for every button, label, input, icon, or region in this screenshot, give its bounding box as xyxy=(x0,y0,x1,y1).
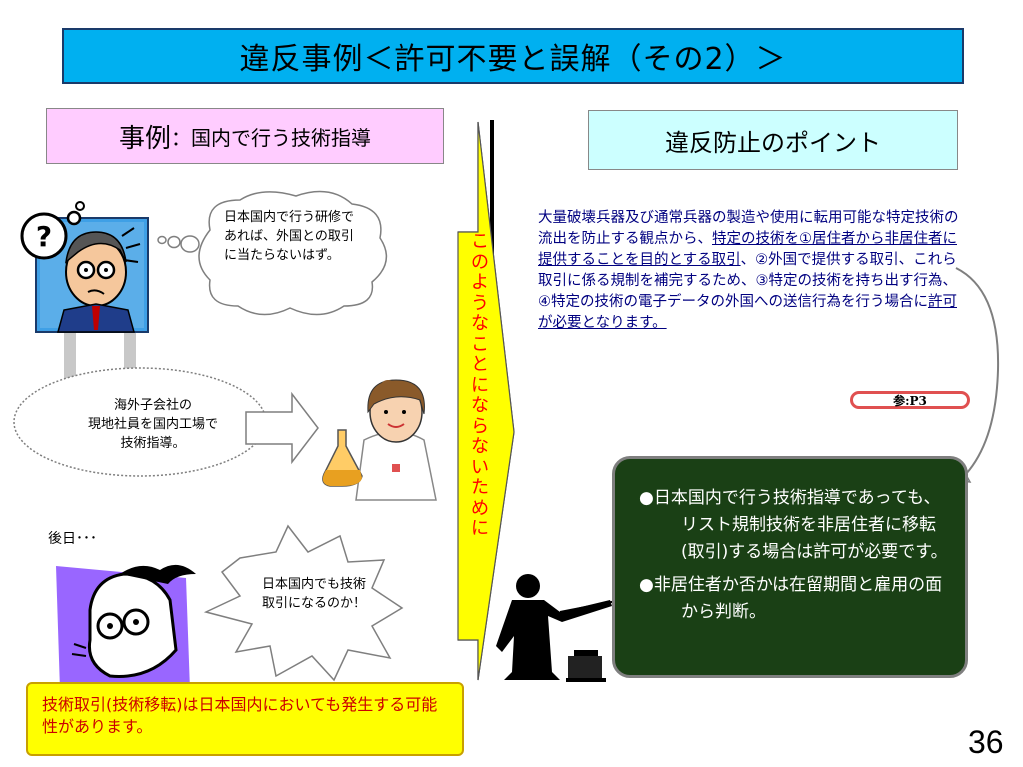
case-header: 事例：国内で行う技術指導 xyxy=(46,108,444,164)
vertical-char: に xyxy=(471,374,489,396)
vertical-char: な xyxy=(471,436,489,457)
explanation-underline-1: 特定の技術を①居住者から非居住者に提供することを目的とする取引 xyxy=(538,231,957,268)
case-label: 事例 xyxy=(118,123,171,154)
vertical-char: い xyxy=(471,456,489,478)
lecturer-silhouette-illustration xyxy=(496,574,633,682)
explanation-underline-2: 許可が必要となります。 xyxy=(538,294,957,331)
arrow-overlay xyxy=(458,122,515,681)
speech-line-2: 現地社員を国内工場で xyxy=(87,417,218,432)
vertical-char: よ xyxy=(471,272,489,293)
key-point-2: ●非居住者か否かは在留期間と雇用の面から判断。 xyxy=(639,575,943,622)
explanation-text: 大量破壊兵器及び通常兵器の製造や使用に転用可能な特定技術の流出を防止する観点から… xyxy=(538,208,963,334)
vertical-char: な xyxy=(471,395,489,416)
key-points-box: ●日本国内で行う技術指導であっても、リスト規制技術を非居住者に移転(取引)する場… xyxy=(612,456,968,678)
warning-note: 技術取引(技術移転)は日本国内においても発生する可能性があります。 xyxy=(26,682,464,756)
vertical-char: ら xyxy=(471,415,489,437)
case-separator: ： xyxy=(171,125,191,150)
explanation-part-1: 大量破壊兵器及び通常兵器の製造や使用に転用可能な特定技術の流出を防止する観点から… xyxy=(538,210,959,247)
thought-bubble-text: 日本国内で行う研修であれば、外国との取引に当たらないはず。 xyxy=(224,210,355,263)
key-point-1: ●日本国内で行う技術指導であっても、リスト規制技術を非居住者に移転(取引)する場… xyxy=(639,488,948,562)
page-number: 36 xyxy=(968,724,1004,760)
explanation-part-2: 、②外国で提供する取引、これら取引に係る規制を補完するため、③特定の技術を持ち出… xyxy=(538,252,957,310)
vertical-char: う xyxy=(471,292,489,314)
vertical-char: こ xyxy=(471,333,489,355)
vertical-char: め xyxy=(471,497,489,519)
scientist-woman-illustration xyxy=(322,379,437,501)
vertical-char: こ xyxy=(471,231,489,252)
vertical-char: と xyxy=(471,354,489,375)
surprised-man-illustration xyxy=(56,564,196,690)
vertical-char: に xyxy=(471,518,489,539)
vertical-char: な xyxy=(471,313,489,334)
thought-cloud xyxy=(157,190,388,316)
vertical-arrow-text: このようなことにならないために xyxy=(459,231,501,540)
reference-link[interactable]: 参:P3 xyxy=(850,391,970,409)
speech-bubble-text: 海外子会社の 現地社員を国内工場で 技術指導。 xyxy=(38,396,268,453)
speech-line-1: 海外子会社の xyxy=(113,398,192,413)
vertical-char: の xyxy=(471,251,489,273)
speech-line-3: 技術指導。 xyxy=(120,436,186,451)
curved-connector xyxy=(955,267,1000,475)
slide-title: 違反事例＜許可不要と誤解（その2）＞ xyxy=(62,28,964,84)
points-header: 違反防止のポイント xyxy=(588,110,958,170)
later-label: 後日･･･ xyxy=(48,531,97,547)
exclamation-burst xyxy=(203,524,404,682)
vertical-char: た xyxy=(471,477,489,498)
svg-text:?: ? xyxy=(36,220,52,253)
question-mark-icon: ? xyxy=(20,201,85,260)
burst-bubble-text: 日本国内でも技術取引になるのか！ xyxy=(262,577,367,611)
case-text: 国内で行う技術指導 xyxy=(191,125,371,150)
right-arrow xyxy=(245,391,319,465)
